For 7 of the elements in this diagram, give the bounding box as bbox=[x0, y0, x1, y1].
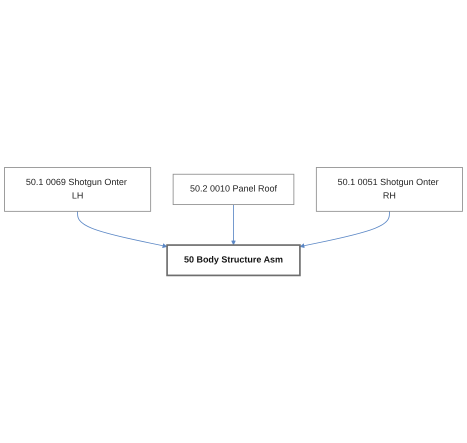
node-box: 50.1 0051 Shotgun Onter RH bbox=[316, 167, 463, 212]
node-box: 50 Body Structure Asm bbox=[166, 244, 301, 276]
arrow bbox=[77, 210, 168, 248]
arrow bbox=[300, 210, 390, 248]
arrow bbox=[231, 204, 236, 246]
node-box: 50.2 0010 Panel Roof bbox=[172, 174, 294, 206]
node-box: 50.1 0069 Shotgun Onter LH bbox=[4, 167, 152, 212]
